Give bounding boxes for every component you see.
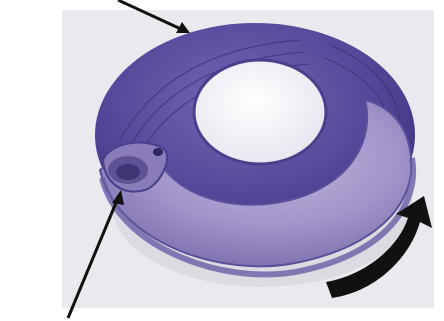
pointer-arrow-top — [118, 0, 190, 33]
mouthpiece-inner — [116, 164, 140, 180]
device-window — [194, 60, 326, 164]
device-hole — [153, 148, 163, 156]
